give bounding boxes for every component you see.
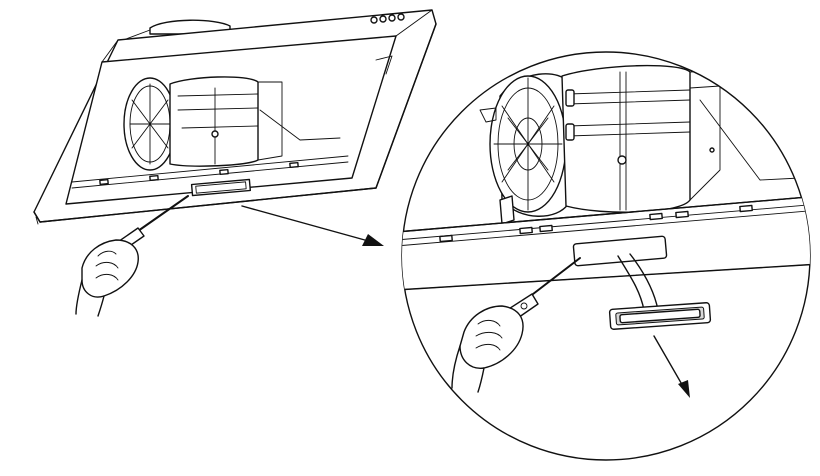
front-rail-large [402, 195, 810, 291]
blower-fan-small [123, 76, 283, 171]
hand-with-screwdriver-small [75, 195, 189, 317]
cable [617, 253, 659, 311]
control-buttons [370, 13, 405, 24]
zoom-pointer [241, 205, 384, 246]
front-rail-small [71, 55, 393, 189]
removal-arrow [653, 335, 690, 398]
hand-with-screwdriver-large [451, 257, 581, 393]
zoomed-detail [401, 51, 811, 461]
lamp-cover-small [190, 178, 252, 197]
lamp-cover-large [608, 302, 712, 330]
hood-overview [33, 9, 437, 317]
blower-fan-large [479, 64, 801, 225]
